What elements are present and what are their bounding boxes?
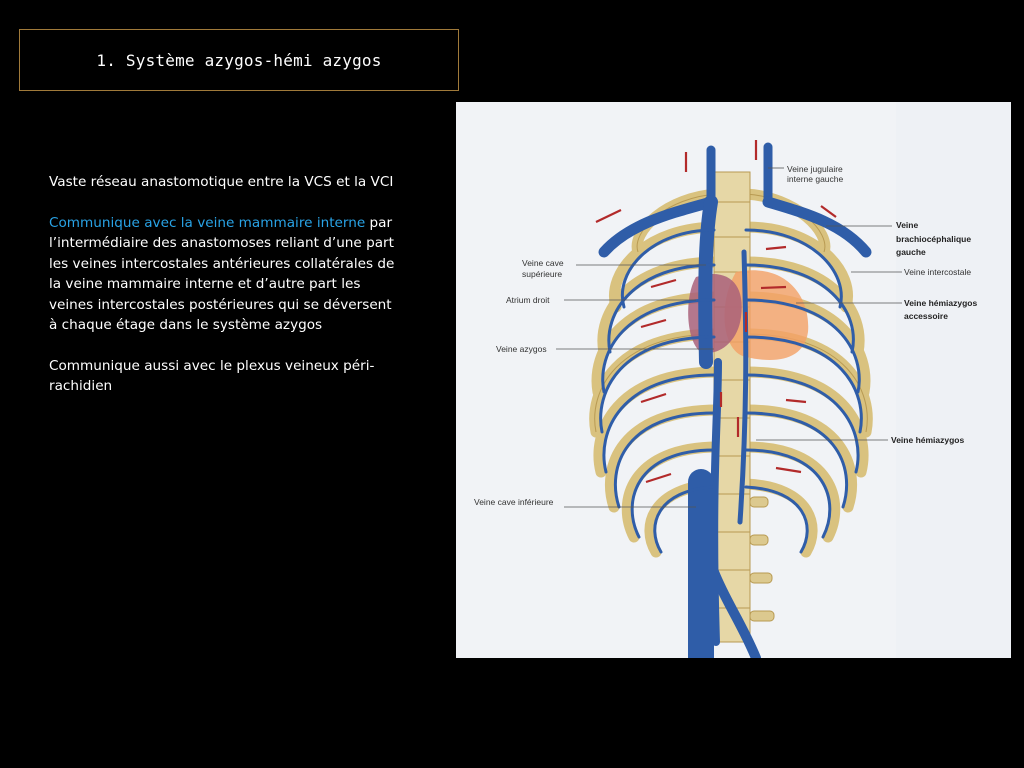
paragraph-2-highlight: Communique avec la veine mammaire intern… [49,214,366,231]
veins [598,142,872,658]
label-hemiazygos: Veine hémiazygos [891,435,964,445]
anatomy-illustration: Veine jugulaire interne gauche Veine bra… [456,102,1011,658]
paragraph-3: Communique aussi avec le plexus veineux … [49,357,375,395]
label-hemi-acc-1: Veine hémiazygos [904,298,977,308]
label-atrium: Atrium droit [506,295,550,305]
label-brachio-2: brachiocéphalique [896,234,971,244]
label-vcs-1: Veine cave [522,258,564,268]
label-brachio-1: Veine [896,220,918,230]
label-brachio-3: gauche [896,247,926,257]
label-jugulaire-2: interne gauche [787,174,844,184]
paragraph-1: Vaste réseau anastomotique entre la VCS … [49,174,394,190]
paragraph-2-rest: par l’intermédiaire des anastomoses reli… [49,214,395,334]
label-jugulaire-1: Veine jugulaire [787,164,843,174]
leader-lines [556,167,902,508]
paragraph-2: Communique avec la veine mammaire intern… [49,213,401,336]
anatomy-figure: Veine jugulaire interne gauche Veine bra… [456,102,1011,658]
flow-arrows [595,140,837,484]
label-vci: Veine cave inférieure [474,497,554,507]
label-azygos: Veine azygos [496,344,547,354]
label-intercostale: Veine intercostale [904,267,971,277]
label-hemi-acc-2: accessoire [904,311,948,321]
slide-title: 1. Système azygos-hémi azygos [96,50,382,70]
label-vcs-2: supérieure [522,269,562,279]
title-box: 1. Système azygos-hémi azygos [19,29,459,91]
text-column: Vaste réseau anastomotique entre la VCS … [49,172,401,417]
